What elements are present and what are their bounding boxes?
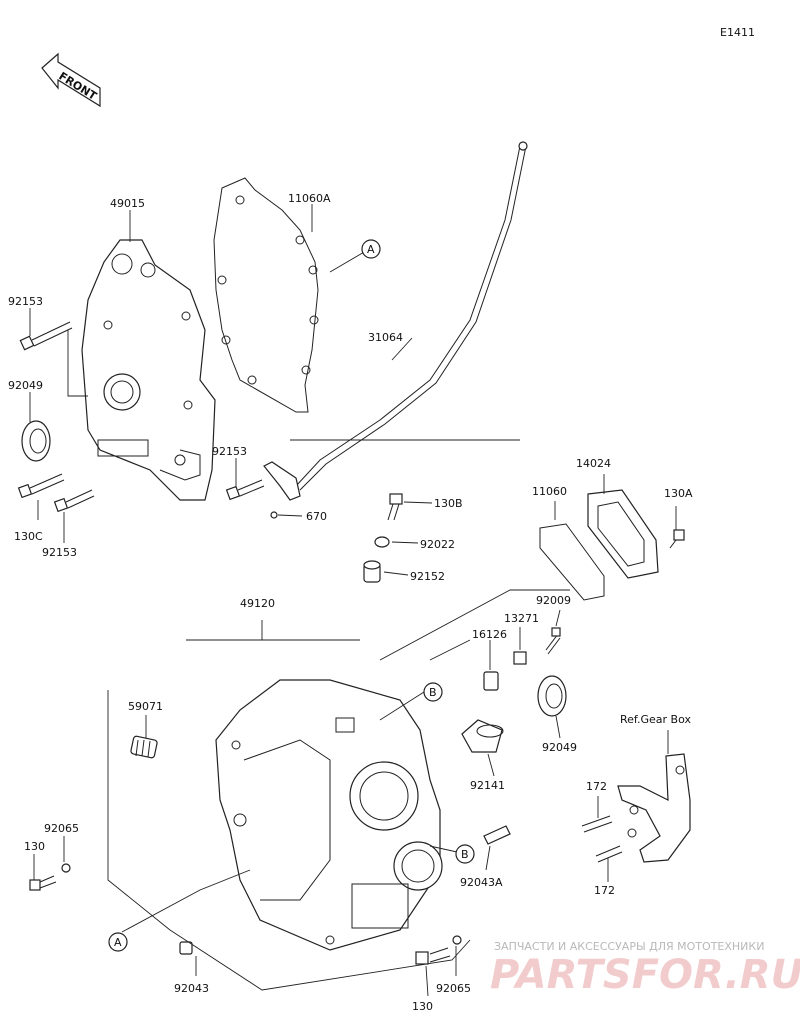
washer-92022[interactable] [374,536,390,548]
svg-text:B: B [461,848,469,861]
label-11060: 11060 [532,485,567,498]
label-14024: 14024 [576,457,611,470]
collar-92152[interactable] [363,560,381,583]
bolt-130a[interactable] [669,529,685,549]
crankcase-cover-49015[interactable] [81,239,216,501]
label-172-top: 172 [586,780,607,793]
label-92152: 92152 [410,570,445,583]
label-16126: 16126 [472,628,507,641]
label-130b: 130B [434,497,463,510]
bolt-92153-mid[interactable] [225,479,265,501]
oil-seal-92049-right[interactable] [537,675,567,717]
svg-text:A: A [114,936,122,949]
nut-13271[interactable] [513,651,527,665]
label-130-left: 130 [24,840,45,853]
label-31064: 31064 [368,331,403,344]
label-11060a: 11060A [288,192,331,205]
label-92049-left: 92049 [8,379,43,392]
ref-marker-a-bottom: A [108,932,128,952]
label-92009: 92009 [536,594,571,607]
bolt-130c[interactable] [17,473,65,499]
oil-seal-92049-left[interactable] [21,420,51,462]
label-92141: 92141 [470,779,505,792]
label-49015: 49015 [110,197,145,210]
ref-gear-box-note: Ref.Gear Box [620,713,691,726]
pin-92043[interactable] [179,941,193,955]
bolt-130b[interactable] [387,493,403,521]
bolt-130-left[interactable] [29,875,57,891]
breather-59071[interactable] [130,735,158,759]
watermark-brand: PARTSFOR.RU [490,952,800,998]
label-172-bottom: 172 [594,884,615,897]
pin-92043a[interactable] [483,825,511,845]
label-130-bottom: 130 [412,1000,433,1013]
svg-text:A: A [367,243,375,256]
ref-marker-b-top: B [423,682,443,702]
gearbox-bracket[interactable] [617,753,691,863]
svg-text:B: B [429,686,437,699]
ref-marker-a-top: A [361,239,381,259]
label-49120: 49120 [240,597,275,610]
o-ring-670[interactable] [270,511,278,519]
label-670: 670 [306,510,327,523]
washer-92065-left[interactable] [61,863,71,873]
ref-marker-b-bottom: B [455,844,475,864]
label-130a: 130A [664,487,693,500]
cover-14024[interactable] [587,489,659,579]
crankcase-49120[interactable] [215,679,443,951]
dipstick-tube-31064[interactable] [263,141,528,501]
label-92065-left: 92065 [44,822,79,835]
stud-172-top[interactable] [581,815,613,833]
pipe-16126[interactable] [483,671,499,691]
stud-172-bottom[interactable] [595,845,623,863]
leader-lines [29,204,677,997]
label-92022: 92022 [420,538,455,551]
label-92153-top: 92153 [8,295,43,308]
bolt-92153-top[interactable] [19,321,73,351]
gasket-11060a-holes [217,195,319,385]
label-92153-mid: 92153 [212,445,247,458]
bushing-92141[interactable] [461,719,504,753]
gasket-11060[interactable] [539,523,605,601]
bolt-92153-bottom[interactable] [53,489,95,513]
screw-92009[interactable] [545,627,561,655]
gasket-11060a[interactable] [213,177,319,413]
washer-92065-bottom[interactable] [452,935,462,945]
front-arrow-icon: FRONT [41,52,101,108]
watermark-caption: ЗАПЧАСТИ И АКСЕССУАРЫ ДЛЯ МОТОТЕХНИКИ [494,940,764,953]
label-92049-right: 92049 [542,741,577,754]
label-92043a: 92043A [460,876,503,889]
diagram-id: E1411 [720,26,755,39]
bolt-130-bottom[interactable] [415,947,451,965]
label-92153-bottom: 92153 [42,546,77,559]
label-13271: 13271 [504,612,539,625]
label-92043: 92043 [174,982,209,995]
label-92065-bottom: 92065 [436,982,471,995]
label-59071: 59071 [128,700,163,713]
assembly-outlines [67,330,570,991]
label-130c: 130C [14,530,43,543]
